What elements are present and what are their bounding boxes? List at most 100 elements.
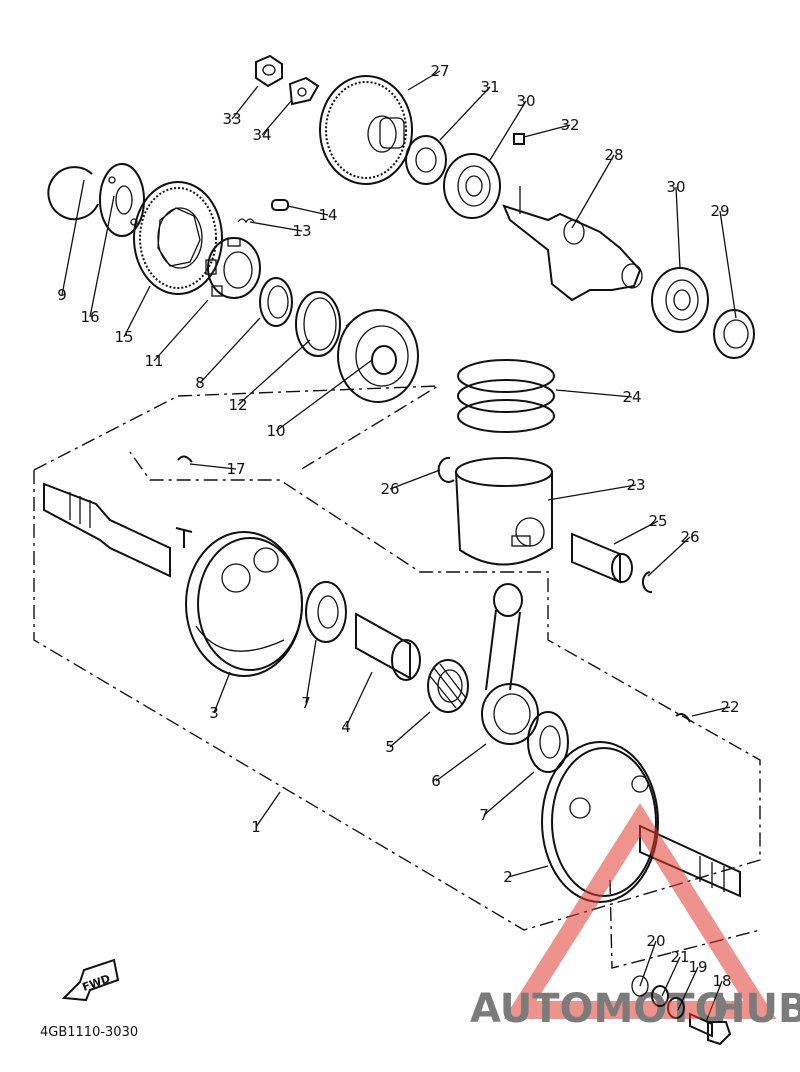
callout-c4: 4 — [341, 718, 351, 736]
leader-line-c33 — [231, 85, 259, 120]
leader-line-c16 — [89, 195, 115, 318]
leader-line-c34 — [261, 99, 293, 136]
leader-line-c3 — [213, 671, 231, 714]
key-17 — [177, 455, 193, 463]
fwd-label: FWD — [81, 972, 112, 994]
leader-line-c21 — [661, 956, 681, 997]
callout-c27: 27 — [430, 62, 449, 80]
leader-line-c30a — [489, 100, 527, 161]
leader-line-c26a — [389, 469, 441, 490]
forward-direction-arrow: FWD — [61, 958, 120, 1002]
circlip-26-right — [642, 571, 653, 594]
pin-14 — [271, 199, 289, 211]
callout-c25: 25 — [648, 512, 667, 530]
bearing-30-top — [443, 153, 501, 219]
callout-c29: 29 — [710, 202, 729, 220]
leader-line-c23 — [547, 484, 637, 501]
callout-c34: 34 — [252, 126, 271, 144]
leader-line-c8 — [199, 317, 261, 384]
watermark-triangle — [503, 803, 777, 1019]
callout-c26b: 26 — [680, 528, 699, 546]
leader-line-c9 — [61, 179, 85, 296]
leader-line-c32 — [523, 124, 571, 138]
callout-c20: 20 — [646, 932, 665, 950]
assembly-outlines — [33, 385, 761, 969]
diagram-code: 4GB1110-3030 — [40, 1025, 138, 1040]
callout-c30b: 30 — [666, 178, 685, 196]
leader-line-c22 — [691, 706, 731, 717]
circlip-26-left — [437, 456, 455, 483]
callout-c8: 8 — [195, 374, 205, 392]
spring-13 — [237, 218, 255, 224]
callout-c5: 5 — [385, 738, 395, 756]
shim-12 — [295, 291, 341, 357]
leader-line-c1 — [255, 791, 281, 828]
leader-line-c13 — [249, 221, 303, 232]
crank-shaft-left — [43, 482, 193, 578]
automotohub-watermark: AUTOMOTO HUB — [470, 803, 800, 1032]
callout-c6: 6 — [431, 772, 441, 790]
needle-bearing-5 — [427, 659, 469, 713]
callout-c31: 31 — [480, 78, 499, 96]
leader-line-c17 — [189, 463, 237, 470]
crank-pin-4 — [355, 612, 421, 681]
leader-line-c14 — [287, 205, 329, 216]
leader-line-c24 — [555, 389, 633, 398]
washer-7-right — [527, 711, 569, 773]
callout-c22: 22 — [720, 698, 739, 716]
lock-washer-34 — [288, 76, 320, 106]
callout-c13: 13 — [292, 222, 311, 240]
leader-line-c5 — [389, 711, 431, 748]
callout-c17: 17 — [226, 460, 245, 478]
leader-line-c31 — [439, 86, 491, 141]
callout-c10: 10 — [266, 422, 285, 440]
leader-line-c30b — [675, 186, 681, 269]
callout-labels: 3334273130322830291413916151181210241726… — [57, 62, 740, 1023]
leader-line-c28 — [571, 154, 615, 229]
callout-c19: 19 — [688, 958, 707, 976]
key-32 — [513, 133, 525, 145]
watermark-text-left: AUTOMOTO — [470, 986, 729, 1032]
nut-33 — [255, 54, 283, 88]
callout-c28: 28 — [604, 146, 623, 164]
callout-c9: 9 — [57, 286, 67, 304]
watermark-text-right: HUB — [712, 986, 800, 1032]
leader-line-c27 — [407, 70, 441, 91]
leader-line-c2 — [507, 865, 549, 878]
washer-7-left — [305, 581, 347, 643]
callout-c30a: 30 — [516, 92, 535, 110]
callout-c33: 33 — [222, 110, 241, 128]
washer-8 — [259, 277, 293, 327]
leader-line-c12 — [237, 339, 311, 406]
callout-c15: 15 — [114, 328, 133, 346]
balancer-gear-27 — [319, 75, 413, 185]
crank-shaft-right — [639, 824, 741, 898]
piston-rings-24 — [457, 359, 555, 433]
crank-web-2 — [541, 741, 659, 903]
leader-line-c6 — [435, 743, 487, 782]
collar-31 — [405, 135, 447, 185]
callout-c7b: 7 — [479, 806, 489, 824]
callout-c23: 23 — [626, 476, 645, 494]
callout-c18: 18 — [712, 972, 731, 990]
hub-11 — [205, 237, 261, 299]
plate-16 — [99, 163, 145, 237]
callout-c21: 21 — [670, 948, 689, 966]
leader-line-c7b — [483, 771, 535, 816]
leader-line-c15 — [123, 285, 151, 338]
leader-line-c7a — [305, 639, 317, 704]
callout-c12: 12 — [228, 396, 247, 414]
callout-c24: 24 — [622, 388, 641, 406]
gear-15 — [133, 181, 223, 295]
bearing-30-right — [651, 267, 709, 333]
callout-c14: 14 — [318, 206, 337, 224]
leader-line-c26b — [647, 536, 691, 577]
crank-web-3 — [185, 531, 303, 677]
callout-c16: 16 — [80, 308, 99, 326]
balancer-shaft-28 — [502, 186, 643, 302]
callout-c2: 2 — [503, 868, 513, 886]
callout-c7a: 7 — [301, 694, 311, 712]
piston-23 — [455, 457, 553, 566]
leader-line-c10 — [275, 359, 373, 432]
